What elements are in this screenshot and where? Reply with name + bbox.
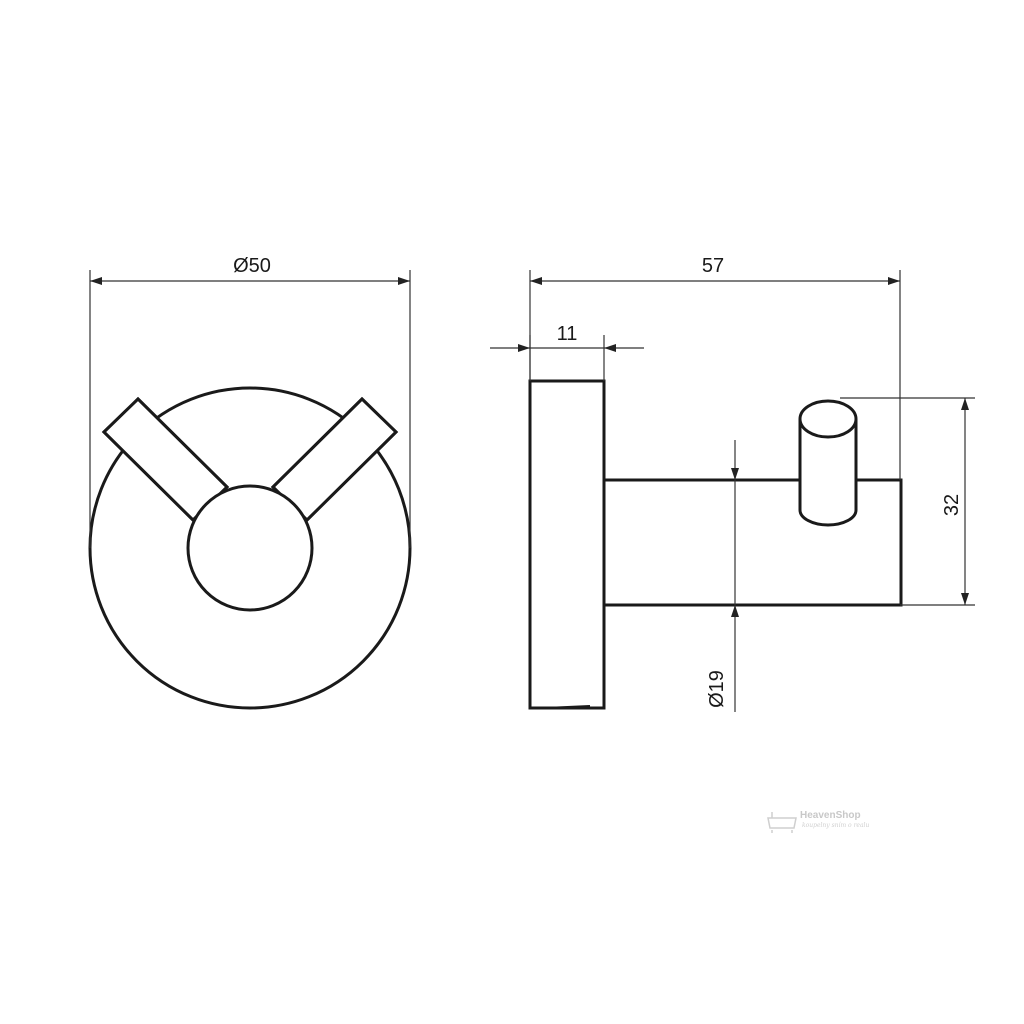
label-base-thickness: 11 — [557, 323, 578, 345]
dimension-base-thickness — [490, 335, 644, 381]
hook-pin-top — [798, 399, 858, 439]
hook-arm-right-inner — [270, 396, 399, 523]
hook-arm-left-inner — [101, 396, 230, 523]
watermark-tagline: koupelny sním o realu — [802, 822, 869, 829]
watermark: HeavenShop koupelny sním o realu — [767, 810, 869, 833]
label-overall-depth: 57 — [702, 255, 724, 277]
watermark-brand: HeavenShop — [800, 810, 861, 821]
wall-plate-bottom-edge — [544, 705, 591, 709]
side-view — [528, 379, 903, 710]
label-stem-diameter: Ø19 — [706, 670, 728, 708]
hook-pin — [798, 419, 858, 527]
wall-plate — [528, 379, 606, 710]
center-knob — [186, 484, 314, 612]
dimension-hook-height — [840, 397, 975, 606]
label-front-diameter: Ø50 — [233, 255, 271, 277]
dimension-front-diameter — [89, 270, 411, 548]
front-view — [88, 386, 412, 710]
label-hook-height: 32 — [941, 494, 963, 516]
bathtub-icon — [767, 812, 797, 833]
